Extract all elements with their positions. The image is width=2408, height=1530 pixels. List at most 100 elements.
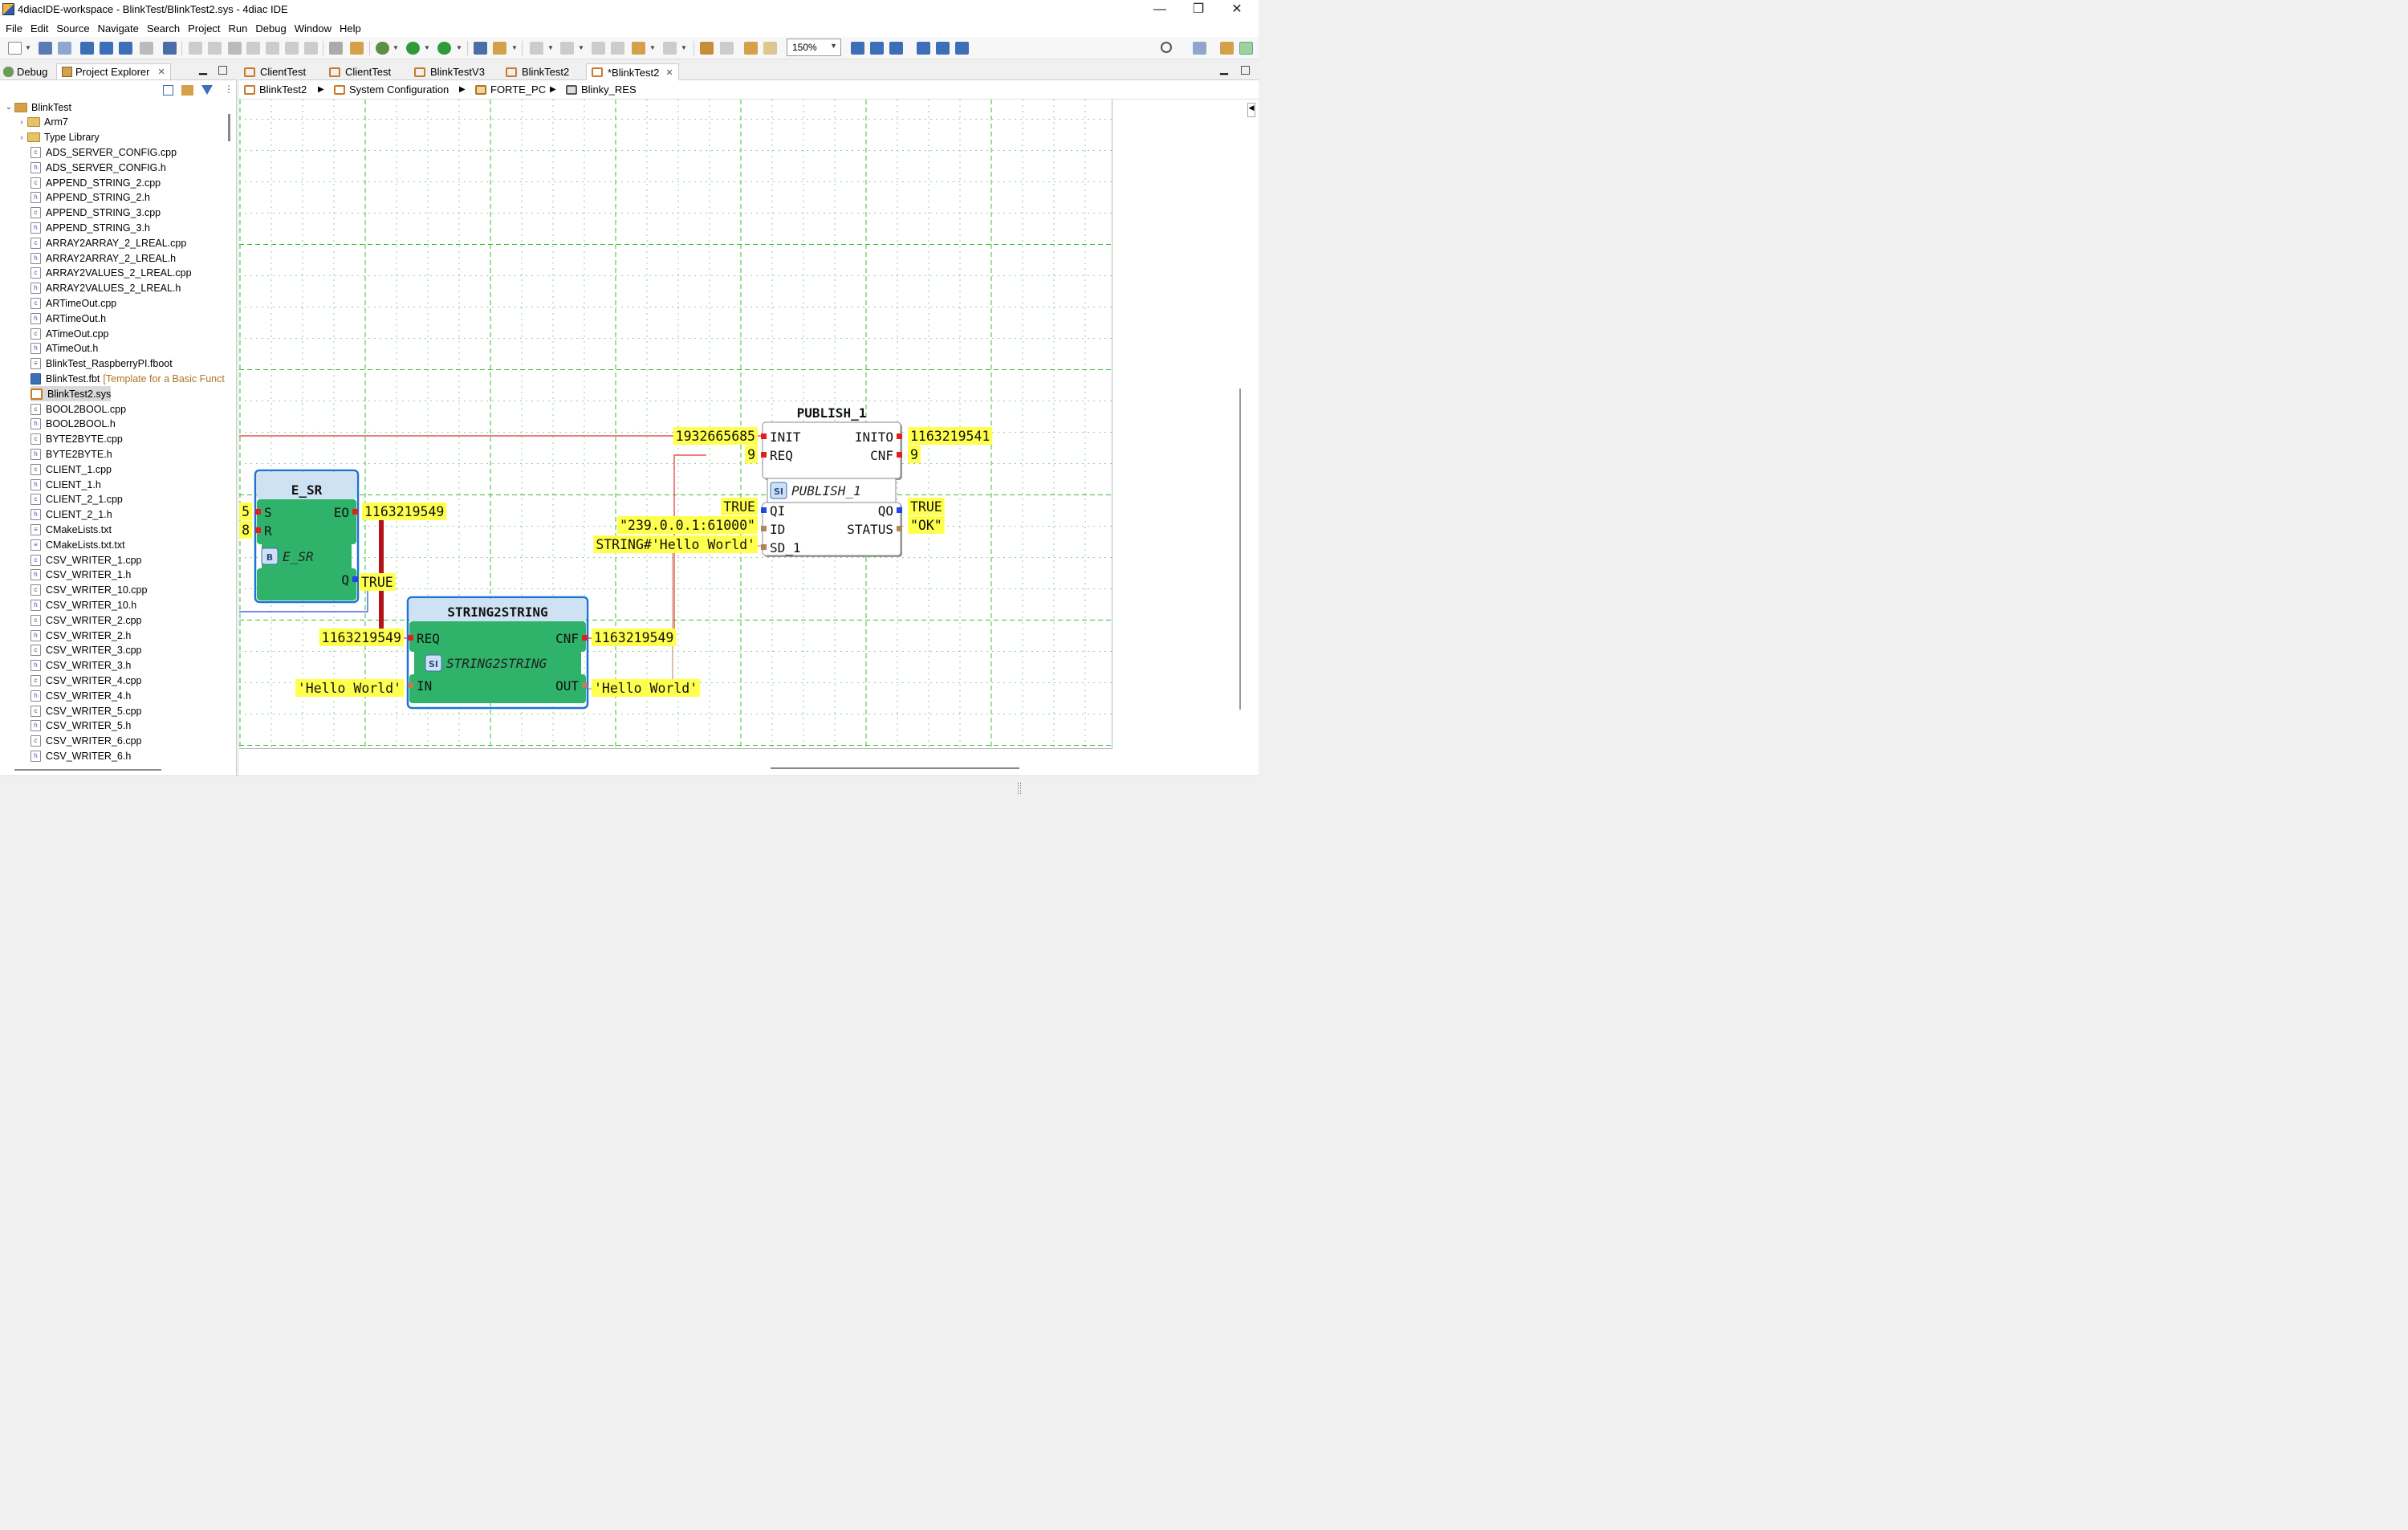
menu-window[interactable]: Window	[294, 22, 332, 35]
redo-icon[interactable]	[763, 42, 777, 55]
system-perspective-icon[interactable]	[1220, 42, 1234, 55]
palette-toggle-icon[interactable]: ◀	[1247, 103, 1255, 117]
close-button[interactable]: ✕	[1231, 2, 1243, 16]
resume-icon[interactable]	[189, 42, 202, 55]
breadcrumb-device[interactable]: FORTE_PC	[475, 83, 546, 96]
align-right-icon[interactable]	[889, 42, 903, 55]
chevron-down-icon[interactable]: ▼	[681, 44, 687, 51]
tab-blinktestv3[interactable]: BlinkTestV3	[414, 63, 485, 80]
canvas-v-scrollbar[interactable]	[1239, 389, 1241, 710]
menu-source[interactable]: Source	[56, 22, 90, 35]
breadcrumb-arrow-icon[interactable]: ▶	[459, 85, 466, 94]
maximize-button[interactable]: ❐	[1192, 2, 1205, 16]
tree-h-scrollbar[interactable]	[14, 769, 161, 771]
tab-clienttest-2[interactable]: ClientTest	[329, 63, 391, 80]
new-type-icon[interactable]	[119, 42, 132, 55]
chevron-down-icon[interactable]: ▼	[424, 44, 430, 51]
chevron-right-icon[interactable]: ›	[20, 132, 23, 142]
search-icon[interactable]	[1161, 42, 1172, 53]
link-with-editor-icon[interactable]	[181, 85, 193, 96]
save-icon[interactable]	[39, 42, 52, 55]
tab-debug[interactable]: Debug	[3, 63, 47, 79]
minimize-view-icon[interactable]: ▁	[199, 63, 207, 75]
view-menu-icon[interactable]: ⋮	[224, 83, 234, 95]
deploy-icon[interactable]	[350, 42, 364, 55]
last-edit-icon[interactable]	[592, 42, 605, 55]
forward-icon[interactable]	[663, 42, 677, 55]
align-center-icon[interactable]	[870, 42, 884, 55]
tree-item-folder[interactable]: ›Arm7	[16, 115, 68, 130]
forward-edit-icon[interactable]	[611, 42, 624, 55]
chevron-down-icon[interactable]: ▼	[456, 44, 462, 51]
pin-editor-icon[interactable]	[700, 42, 714, 55]
disconnect-icon[interactable]	[246, 42, 260, 55]
minimize-editor-icon[interactable]: ▁	[1220, 63, 1228, 75]
external-tools-icon[interactable]	[437, 42, 451, 55]
step-into-icon[interactable]	[266, 42, 279, 55]
step-return-icon[interactable]	[304, 42, 318, 55]
align-middle-icon[interactable]	[936, 42, 950, 55]
menu-project[interactable]: Project	[188, 22, 221, 35]
breadcrumb-system-configuration[interactable]: System Configuration	[334, 83, 449, 96]
maximize-view-icon[interactable]	[218, 66, 227, 75]
tree-scrollbar[interactable]	[228, 114, 230, 141]
breadcrumb-resource[interactable]: Blinky_RES	[566, 83, 637, 96]
tree-item-file[interactable]: ≡CMakeLists.txt.txt	[31, 537, 125, 552]
tree-item-file[interactable]: BlinkTest.fbt[Template for a Basic Funct	[31, 371, 225, 386]
align-bottom-icon[interactable]	[955, 42, 969, 55]
menu-search[interactable]: Search	[146, 22, 181, 35]
breadcrumb-system[interactable]: BlinkTest2	[244, 83, 307, 96]
close-icon[interactable]: ✕	[665, 67, 673, 78]
menu-file[interactable]: File	[6, 22, 22, 35]
breadcrumb-arrow-icon[interactable]: ▶	[318, 85, 324, 94]
menu-edit[interactable]: Edit	[30, 22, 49, 35]
chevron-down-icon[interactable]: ▼	[649, 44, 656, 51]
collapse-all-icon[interactable]	[163, 85, 173, 96]
zoom-combo[interactable]: 150% ▼	[787, 39, 841, 56]
back-icon[interactable]	[632, 42, 645, 55]
menu-debug[interactable]: Debug	[255, 22, 287, 35]
canvas-h-scrollbar[interactable]	[771, 767, 1019, 769]
new-system-icon[interactable]	[80, 42, 94, 55]
undo-icon[interactable]	[744, 42, 758, 55]
previous-annotation-icon[interactable]	[560, 42, 574, 55]
chevron-down-icon[interactable]: ▼	[578, 44, 584, 51]
tab-project-explorer[interactable]: Project Explorer ✕	[56, 63, 171, 79]
debug-perspective-icon[interactable]	[1239, 42, 1253, 55]
tree-item-project[interactable]: ⌄BlinkTest	[3, 100, 71, 115]
chevron-down-icon[interactable]: ▼	[511, 44, 518, 51]
save-all-icon[interactable]	[58, 42, 71, 55]
step-over-icon[interactable]	[285, 42, 299, 55]
run-icon[interactable]	[406, 42, 420, 55]
filter-icon[interactable]	[201, 85, 213, 95]
align-top-icon[interactable]	[917, 42, 930, 55]
tab-blinktest2-dirty[interactable]: *BlinkTest2✕	[586, 63, 679, 80]
